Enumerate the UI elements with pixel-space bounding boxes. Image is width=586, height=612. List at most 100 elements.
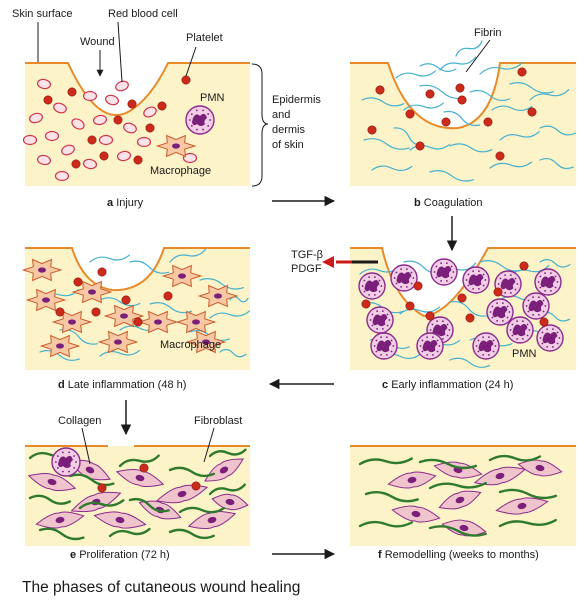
collagen-fiber	[364, 491, 419, 503]
macrophage-cell	[71, 280, 113, 304]
platelet	[67, 87, 77, 97]
fibrin-strand	[219, 348, 247, 358]
fibrin-strand	[449, 143, 493, 153]
platelet	[517, 67, 527, 77]
collagen-fiber	[118, 454, 160, 468]
fibrin-strand	[361, 97, 405, 107]
fibrin-strand	[89, 254, 130, 263]
fibrin-strand	[439, 56, 477, 71]
macrophage-cell-a	[155, 134, 197, 158]
macrophage-cell	[103, 304, 145, 328]
label-fibroblast: Fibroblast	[194, 415, 242, 427]
platelet	[405, 301, 415, 311]
panel-c-early-inflammation: TGF-β PDGF PMN c Early inflammation (24 …	[291, 247, 576, 391]
fibrin-strand	[449, 300, 489, 317]
platelet	[133, 155, 143, 165]
platelet	[157, 101, 167, 111]
pmn-cell	[472, 332, 500, 360]
fibrin-strand	[539, 259, 571, 268]
red-blood-cell	[54, 170, 70, 182]
macrophage-cell	[51, 310, 93, 334]
pmn-cell	[51, 447, 81, 477]
label-macrophage-d: Macrophage	[160, 339, 221, 351]
pmn-cell	[426, 316, 454, 344]
pmn-cell-e	[51, 447, 81, 477]
platelet	[163, 291, 173, 301]
collagen-fibers-f	[358, 454, 558, 537]
red-blood-cell	[53, 102, 67, 114]
red-blood-cell	[182, 152, 198, 164]
fibrin-strand	[509, 82, 554, 94]
macrophage-cell	[39, 334, 81, 358]
platelet	[71, 159, 81, 169]
fibroblasts-e	[27, 458, 249, 530]
collagen-fiber	[208, 448, 247, 458]
fibrin-strand	[129, 260, 170, 274]
fibrin-strand	[169, 248, 207, 263]
platelet	[91, 307, 101, 317]
macrophage-cell	[197, 284, 239, 308]
fibrin-strand	[399, 306, 440, 315]
collagen-fiber	[38, 527, 85, 541]
fibrin-strands-d	[39, 248, 250, 362]
platelet	[181, 75, 191, 85]
label-collagen: Collagen	[58, 415, 101, 427]
platelet	[87, 135, 97, 145]
platelet	[133, 317, 143, 327]
skin-surface-line-d	[25, 247, 250, 292]
collagen-fiber	[498, 518, 557, 528]
macrophage-cell	[97, 330, 139, 354]
platelet	[405, 109, 415, 119]
red-blood-cell	[115, 80, 129, 92]
fibrin-strand	[429, 170, 474, 182]
fibroblast-cell	[391, 505, 441, 523]
platelet	[457, 95, 467, 105]
fibrin-strand	[443, 110, 481, 127]
platelet	[539, 317, 549, 327]
skin-surface-line-a	[25, 62, 250, 117]
fibrin-strand	[455, 40, 483, 57]
caption-c: c Early inflammation (24 h)	[382, 379, 513, 391]
collagen-fiber	[488, 454, 542, 462]
pmn-cell	[366, 306, 394, 334]
signal-arrowhead	[322, 256, 334, 268]
fibrin-strand	[149, 301, 192, 314]
red-blood-cell	[116, 150, 132, 162]
macrophage-cell	[185, 330, 227, 354]
platelet	[457, 293, 467, 303]
tissue-block-a	[25, 63, 250, 186]
platelet	[483, 117, 493, 127]
red-blood-cell	[82, 158, 98, 170]
fibrin-strand	[489, 161, 533, 169]
platelet	[465, 313, 475, 323]
label-pmn-a: PMN	[200, 92, 225, 104]
caption-d: d Late inflammation (48 h)	[58, 379, 186, 391]
red-blood-cell	[92, 114, 108, 126]
collagen-fiber	[28, 494, 72, 505]
fibrin-strand	[363, 138, 410, 150]
caption-e: e Proliferation (72 h)	[70, 549, 170, 561]
panel-a-injury: Skin surface Red blood cell Wound Platel…	[12, 8, 321, 209]
figure-title: The phases of cutaneous wound healing	[22, 579, 300, 596]
platelet	[97, 267, 107, 277]
platelet	[441, 117, 451, 127]
fibrin-strand	[479, 62, 524, 75]
label-of-skin: of skin	[272, 139, 304, 151]
collagen-fibers-e	[28, 448, 247, 541]
fibrin-strand	[539, 157, 574, 170]
label-platelet: Platelet	[186, 32, 223, 44]
fibrin-strand	[199, 278, 244, 290]
pmn-cells-c	[358, 258, 564, 360]
platelets-e	[97, 463, 201, 493]
platelets-b	[367, 67, 537, 161]
red-blood-cell	[36, 78, 52, 90]
collagen-fiber	[498, 488, 558, 500]
fibroblast-cell	[35, 511, 85, 529]
platelet	[99, 151, 109, 161]
collagen-fiber	[418, 458, 478, 470]
pmn-cell	[416, 332, 444, 360]
macrophage-cell	[21, 258, 63, 282]
platelet	[191, 481, 201, 491]
platelet	[375, 85, 385, 95]
fibroblast-cell	[441, 519, 487, 537]
